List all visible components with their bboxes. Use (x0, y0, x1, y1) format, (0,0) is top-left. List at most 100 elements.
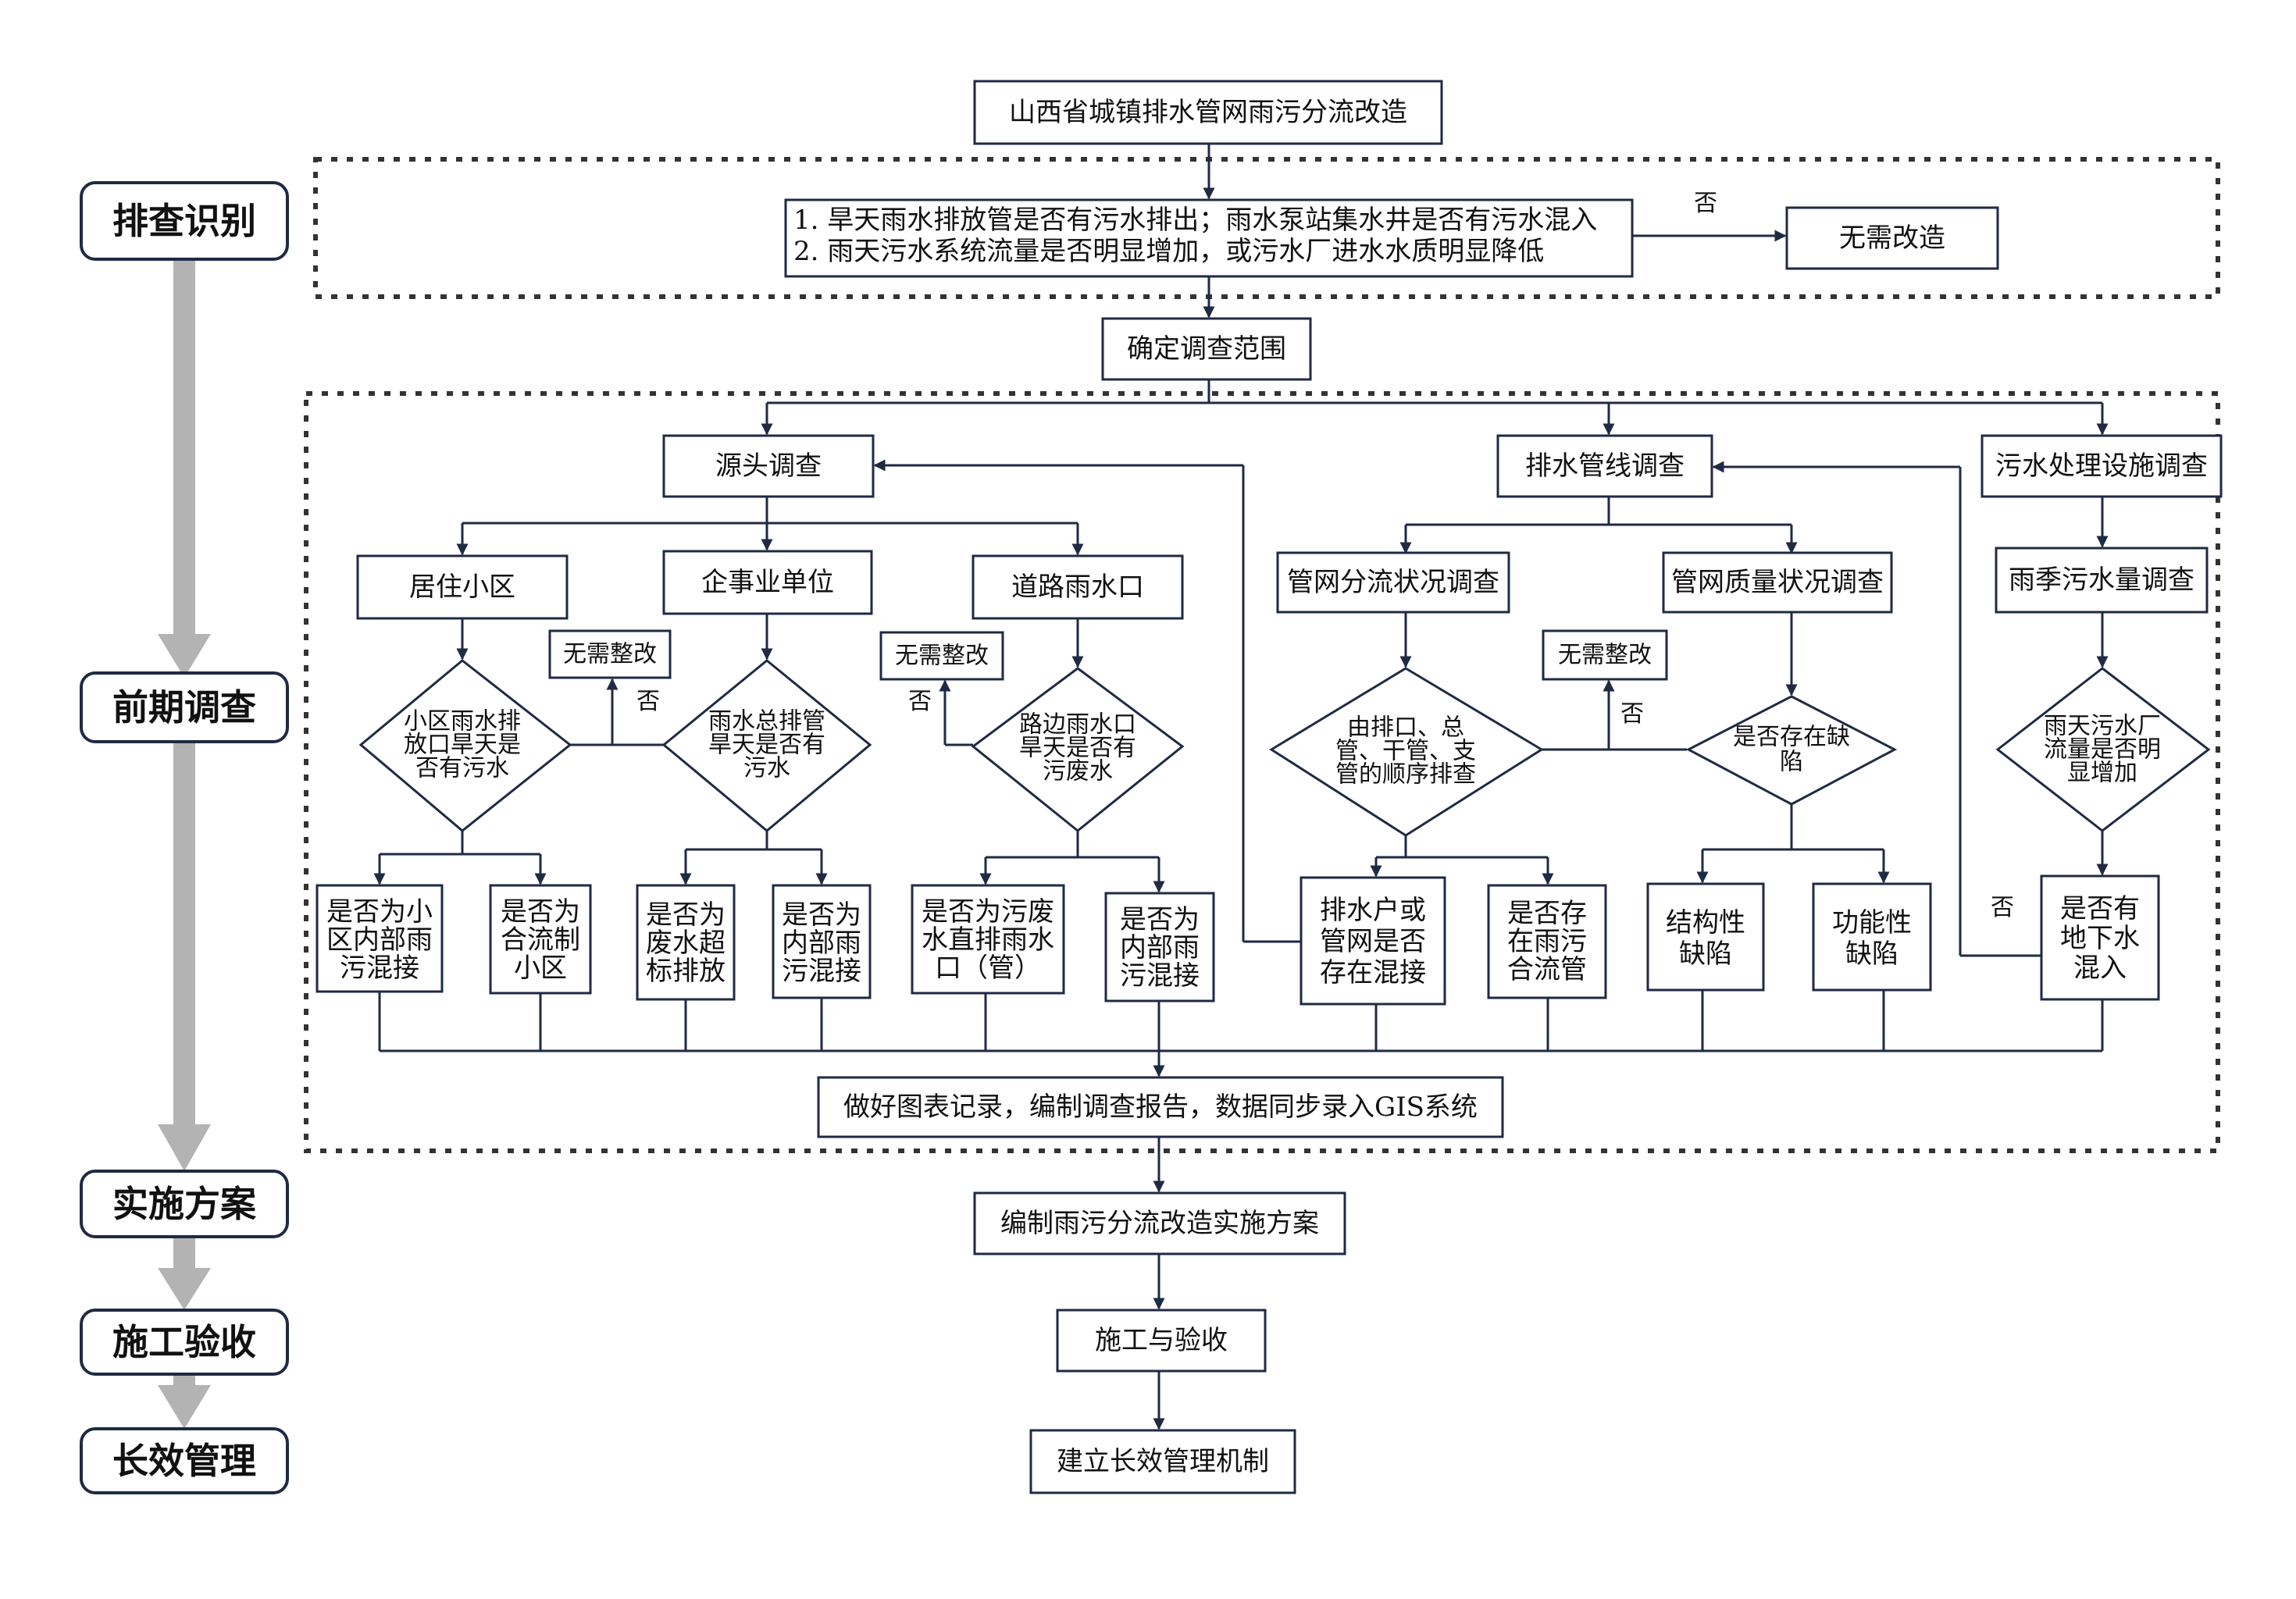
phase-label-text: 前期调查 (112, 686, 256, 728)
no-renovation-box: 无需改造 (1785, 206, 1999, 270)
leaf-line: 内部雨 (782, 928, 861, 959)
survey-region (304, 391, 2220, 1153)
decision-line: 雨水总排管 (708, 708, 825, 735)
progress-bar-4 (173, 1374, 195, 1385)
leaf-line: 是否为小 (326, 896, 433, 928)
decision-line: 旱天是否有 (1019, 735, 1136, 762)
phase-label-text: 施工验收 (112, 1321, 256, 1363)
source-survey-box: 源头调查 (662, 434, 875, 498)
decision-line: 污废水 (1043, 758, 1113, 785)
leaf-line: 结构性 (1666, 907, 1745, 938)
road-decision: 路边雨水口 旱天是否有 污废水 (971, 667, 1185, 832)
leaf-combined-pipe: 是否存 在雨污 合流管 (1487, 884, 1607, 999)
leaf-line: 区内部雨 (326, 924, 433, 956)
decision-line: 显增加 (2067, 760, 2137, 787)
connectors (373, 144, 2109, 1430)
decision-line: 管、干管、支 (1335, 738, 1476, 765)
scope-box: 确定调查范围 (1101, 317, 1312, 381)
decision-line: 污水 (743, 755, 790, 782)
leaf-line: 是否为 (782, 899, 861, 931)
leaf-line: 标排放 (646, 956, 726, 987)
construction-text: 施工与验收 (1095, 1325, 1228, 1356)
leaf-line: 是否有 (2060, 893, 2140, 924)
plant-survey-text: 污水处理设施调查 (1995, 450, 2208, 482)
quality-survey-box: 管网质量状况调查 (1662, 551, 1893, 614)
leaf-line: 地下水 (2060, 923, 2140, 954)
road-inlet-box: 道路雨水口 (972, 554, 1184, 620)
leaf-line: 污混接 (782, 956, 861, 987)
split-survey-box: 管网分流状况调查 (1276, 551, 1510, 614)
leaf-line: 是否为 (646, 899, 726, 931)
leaf-groundwater: 是否有 地下水 混入 (2040, 874, 2160, 1001)
record-text: 做好图表记录，编制调查报告，数据同步录入GIS系统 (843, 1092, 1478, 1123)
leaf-line: 缺陷 (1845, 938, 1898, 970)
residential-text: 居住小区 (409, 572, 515, 603)
scope-text: 确定调查范围 (1127, 333, 1286, 365)
road-inlet-text: 道路雨水口 (1011, 572, 1144, 603)
leaf-res-combined: 是否为 合流制 小区 (489, 884, 592, 995)
leaf-ent-internal: 是否为 内部雨 污混接 (772, 884, 872, 999)
rain-season-text: 雨季污水量调查 (2009, 564, 2194, 596)
pipeline-survey-box: 排水管线调查 (1496, 434, 1713, 498)
decision-line: 旱天是否有 (708, 732, 825, 759)
leaf-line: 内部雨 (1120, 932, 1200, 963)
phase-label-3: 实施方案 (80, 1170, 289, 1238)
rain-season-box: 雨季污水量调查 (1995, 547, 2209, 614)
mechanism-text: 建立长效管理机制 (1057, 1446, 1269, 1477)
construction-box: 施工与验收 (1056, 1309, 1267, 1373)
residential-box: 居住小区 (356, 554, 569, 620)
decision-line: 放口旱天是 (404, 732, 521, 759)
decision-line: 管的顺序排查 (1335, 761, 1476, 789)
no-fix-text: 无需整改 (1558, 642, 1652, 669)
leaf-functional: 功能性 缺陷 (1812, 882, 1932, 992)
decision-line: 雨天污水厂 (2044, 713, 2161, 740)
leaf-line: 是否为 (501, 896, 580, 928)
residential-decision: 小区雨水排 放口旱天是 否有污水 (358, 659, 572, 832)
decision-line: 路边雨水口 (1019, 711, 1136, 739)
identification-check-box: 1. 旱天雨水排放管是否有污水排出；雨水泵站集水井是否有污水混入 2. 雨天污水… (784, 198, 1634, 278)
no-renovation-text: 无需改造 (1839, 223, 1945, 254)
leaf-line: 混入 (2073, 953, 2127, 984)
plant-decision: 雨天污水厂 流量是否明 显增加 (1995, 667, 2211, 832)
quality-survey-text: 管网质量状况调查 (1671, 567, 1884, 598)
leaf-line: 缺陷 (1679, 938, 1732, 970)
phase-label-5: 长效管理 (80, 1427, 289, 1494)
leaf-road-internal: 是否为 内部雨 污混接 (1104, 892, 1215, 1002)
decision-line: 陷 (1780, 749, 1803, 776)
plant-survey-box: 污水处理设施调查 (1980, 434, 2223, 498)
decision-line: 小区雨水排 (404, 708, 521, 735)
leaf-line: 功能性 (1832, 907, 1912, 938)
source-survey-text: 源头调查 (715, 450, 822, 482)
title-box: 山西省城镇排水管网雨污分流改造 (973, 80, 1443, 145)
leaf-ent-waste: 是否为 废水超 标排放 (636, 884, 736, 1001)
leaf-line: 排水户或 (1320, 895, 1426, 926)
decision-line: 由排口、总 (1347, 714, 1464, 742)
enterprise-decision: 雨水总排管 旱天是否有 污水 (661, 659, 872, 832)
no-label: 否 (1991, 894, 2014, 921)
title-text: 山西省城镇排水管网雨污分流改造 (1009, 97, 1407, 128)
leaf-line: 污混接 (1120, 960, 1200, 992)
progress-bar-3 (173, 1237, 195, 1268)
decision-line: 流量是否明 (2044, 736, 2161, 764)
leaf-line: 是否为污废 (922, 896, 1054, 928)
no-fix-box-3: 无需整改 (1542, 629, 1668, 681)
leaf-line: 合流管 (1507, 954, 1587, 985)
progress-arrowhead-3 (158, 1268, 211, 1310)
phase-label-text: 实施方案 (112, 1183, 257, 1225)
leaf-line: 管网是否 (1320, 926, 1426, 957)
check-line-2: 2. 雨天污水系统流量是否明显增加，或污水厂进水水质明显降低 (793, 236, 1544, 267)
leaf-line: 在雨污 (1507, 926, 1587, 957)
phase-label-2: 前期调查 (80, 671, 289, 743)
progress-bar-2 (173, 742, 195, 1124)
leaf-line: 水直排雨水 (922, 924, 1054, 956)
progress-arrowhead-1 (158, 634, 211, 678)
plan-box: 编制雨污分流改造实施方案 (973, 1191, 1346, 1255)
split-survey-text: 管网分流状况调查 (1287, 567, 1499, 598)
progress-bar-1 (173, 259, 195, 634)
enterprise-box: 企事业单位 (662, 550, 873, 615)
leaf-line: 废水超 (646, 928, 726, 959)
identification-region (313, 157, 2220, 299)
leaf-line: 是否存 (1507, 898, 1587, 929)
leaf-line: 口（管） (935, 953, 1041, 984)
